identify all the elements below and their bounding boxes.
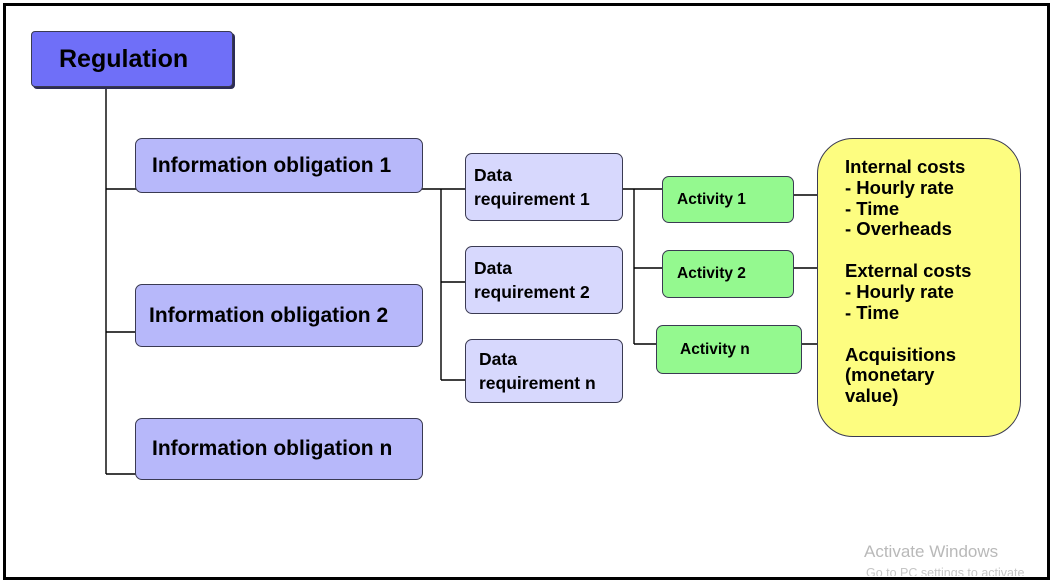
activity-1-label: Activity 1 (677, 190, 746, 208)
acquisitions-line: (monetary (845, 364, 935, 386)
data-requirement-n-box: Data requirement n (465, 339, 623, 403)
obligation-n-label: Information obligation n (152, 437, 393, 460)
external-costs-item: - Hourly rate (845, 280, 954, 302)
activity-2-label: Activity 2 (677, 265, 746, 282)
activity-n-box: Activity n (656, 325, 802, 374)
internal-costs-item: - Hourly rate (845, 176, 954, 198)
obligation-n-box: Information obligation n (135, 418, 423, 480)
activity-2-box: Activity 2 (662, 250, 794, 298)
regulation-box: Regulation (31, 31, 233, 87)
obligation-2-label: Information obligation 2 (149, 303, 389, 327)
activity-1-box: Activity 1 (662, 176, 794, 223)
activate-windows-watermark: Activate Windows (864, 542, 999, 561)
obligation-1-box: Information obligation 1 (135, 138, 423, 193)
data-requirement-2-line1: Data (474, 258, 512, 278)
acquisitions-line: value) (845, 385, 899, 407)
activate-windows-subtitle: Go to PC settings to activate (866, 566, 1025, 576)
internal-costs-title: Internal costs (845, 156, 966, 177)
data-requirement-2-box: Data requirement 2 (465, 246, 623, 314)
activity-n-label: Activity n (680, 340, 750, 358)
costs-spacer (845, 240, 1020, 261)
data-requirement-1-box: Data requirement 1 (465, 153, 623, 221)
costs-box: Internal costs - Hourly rate - Time - Ov… (817, 138, 1021, 437)
external-costs-title: External costs (845, 260, 972, 282)
data-requirement-1-line1: Data (474, 165, 512, 185)
internal-costs-item: - Time (845, 197, 900, 219)
data-requirement-2-line2: requirement 2 (474, 282, 590, 302)
data-requirement-n-line2: requirement n (479, 373, 596, 393)
regulation-label: Regulation (59, 44, 189, 73)
internal-costs-item: - Overheads (845, 218, 952, 240)
costs-spacer (845, 324, 1020, 345)
obligation-2-box: Information obligation 2 (135, 284, 423, 347)
external-costs-item: - Time (845, 301, 900, 323)
data-requirement-1-line2: requirement 1 (474, 189, 590, 209)
acquisitions-line: Acquisitions (845, 343, 957, 365)
obligation-1-label: Information obligation 1 (152, 153, 392, 177)
data-requirement-n-line1: Data (479, 349, 517, 369)
